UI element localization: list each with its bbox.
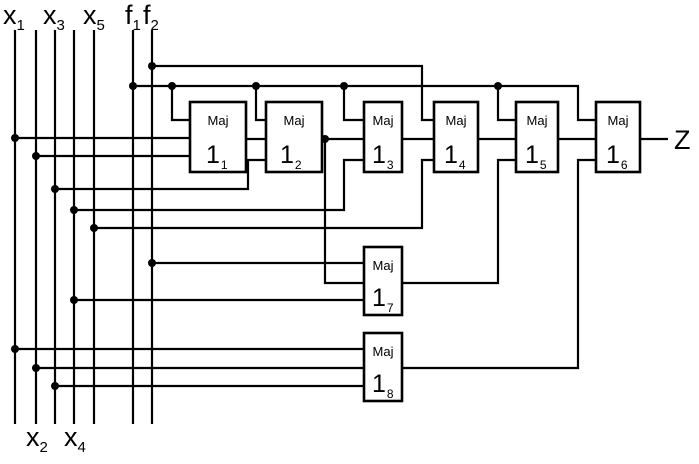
gate-4: Maj 14: [434, 102, 478, 172]
junction-dot: [148, 62, 156, 70]
gate-8: Maj 18: [364, 333, 402, 401]
junction-dot: [11, 134, 19, 142]
gate-2: Maj 12: [266, 102, 322, 172]
gate-3: Maj 13: [364, 102, 402, 172]
rail-f1-to-g3: [344, 86, 364, 120]
chain-wires: [246, 139, 668, 368]
gate-type: Maj: [446, 113, 467, 128]
gate-type: Maj: [373, 344, 394, 359]
junction-dot: [252, 82, 260, 90]
label-x1: x1: [3, 0, 25, 34]
rail-f1-to-g2: [256, 86, 266, 120]
gate-type: Maj: [373, 113, 394, 128]
junction-dot: [494, 82, 502, 90]
junction-dot: [340, 82, 348, 90]
gate-5: Maj 15: [516, 102, 558, 172]
junction-dot: [148, 259, 156, 267]
junction-dot: [32, 152, 40, 160]
input-labels-top: x1 x3 x5 f1 f2: [3, 0, 159, 34]
gate-type: Maj: [608, 113, 629, 128]
label-x3: x3: [43, 0, 65, 34]
gate-type: Maj: [208, 113, 229, 128]
gate-type: Maj: [373, 258, 394, 273]
rail-f1-to-g5: [498, 86, 516, 120]
gate-7: Maj 17: [364, 247, 402, 315]
label-x2: x2: [26, 422, 48, 456]
output-label: Z: [674, 125, 691, 155]
junction-dot: [51, 382, 59, 390]
gate-type: Maj: [284, 113, 305, 128]
input-labels-bottom: x2 x4: [26, 422, 86, 456]
junction-dot: [70, 296, 78, 304]
junction-dot: [70, 206, 78, 214]
label-f1: f1: [125, 0, 141, 34]
junction-dot: [129, 82, 137, 90]
label-x5: x5: [83, 0, 105, 34]
label-f2: f2: [143, 0, 159, 34]
junction-dot: [11, 345, 19, 353]
junction-dot: [168, 82, 176, 90]
gate-6: Maj 16: [596, 102, 640, 172]
rail-f1-to-g1: [172, 86, 190, 120]
g7-to-g5: [402, 160, 516, 283]
gate-1: Maj 11: [190, 102, 246, 172]
label-x4: x4: [64, 422, 86, 456]
gate-type: Maj: [527, 113, 548, 128]
junction-dot: [32, 364, 40, 372]
junction-dot: [51, 185, 59, 193]
junction-dot: [90, 224, 98, 232]
